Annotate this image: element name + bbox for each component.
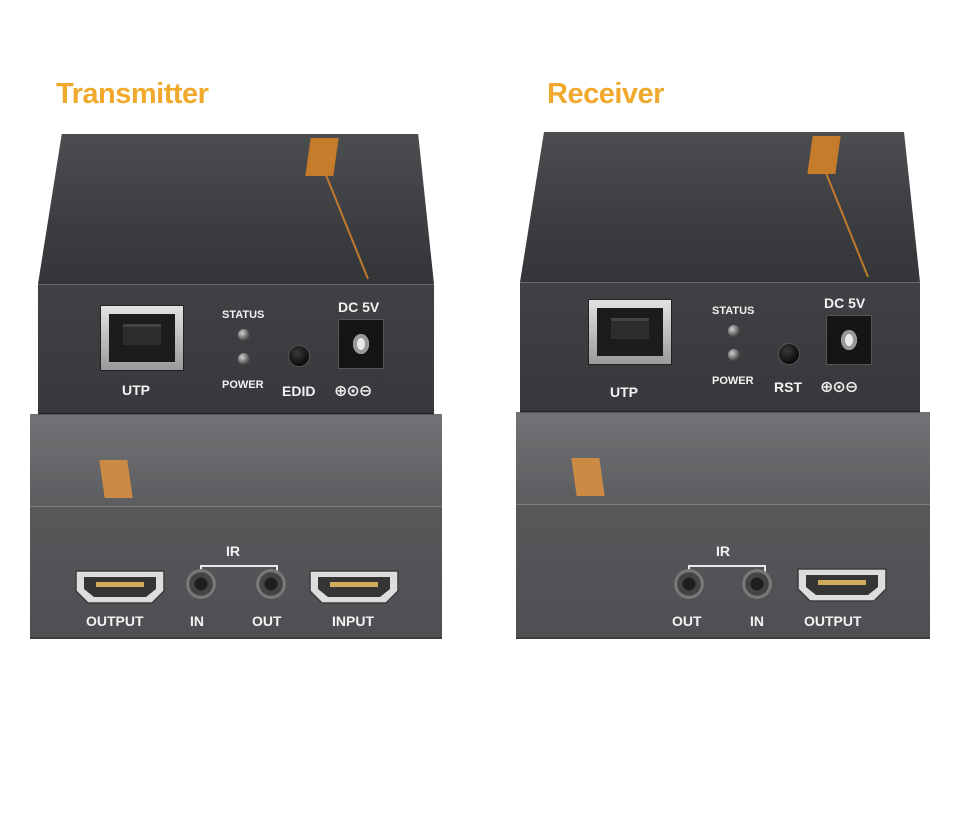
tx-ir-in-jack[interactable] <box>186 569 216 599</box>
rx-rst-label: RST <box>774 379 802 395</box>
tx-dc-label: DC 5V <box>338 299 380 315</box>
rx-power-label: POWER <box>712 375 754 387</box>
rx-utp-port[interactable] <box>588 299 672 365</box>
transmitter-front-panel: UTP STATUS POWER EDID DC 5V ⊕⊙⊖ <box>38 284 434 415</box>
tx-edid-label: EDID <box>282 383 316 399</box>
tx-utp-label: UTP <box>122 382 150 398</box>
rx-ir-out-jack[interactable] <box>674 569 704 599</box>
rx-rear-badge-icon <box>571 458 605 496</box>
tx-edid-button[interactable] <box>288 345 310 367</box>
transmitter-rear-panel: IR OUTPUT IN OUT INPUT <box>30 506 442 639</box>
tx-rear-badge-icon <box>99 460 133 498</box>
transmitter-heading: Transmitter <box>56 78 209 110</box>
rx-ir-out-label: OUT <box>672 613 702 629</box>
rx-ir-label: IR <box>716 543 730 559</box>
rx-badge-icon <box>807 136 841 174</box>
tx-input-label: INPUT <box>332 613 374 629</box>
tx-ir-out-jack[interactable] <box>256 569 286 599</box>
rx-ir-in-jack[interactable] <box>742 569 772 599</box>
tx-badge-icon <box>305 138 339 176</box>
rx-output-label: OUTPUT <box>804 613 862 629</box>
tx-utp-port[interactable] <box>100 305 184 371</box>
tx-polarity-icon: ⊕⊙⊖ <box>334 383 372 400</box>
tx-hdmi-output-port[interactable] <box>74 569 166 605</box>
tx-status-label: STATUS <box>222 309 265 321</box>
receiver-heading: Receiver <box>547 78 664 110</box>
tx-power-led <box>238 353 250 365</box>
rx-dc-label: DC 5V <box>824 295 866 311</box>
tx-ir-in-label: IN <box>190 613 204 629</box>
rx-utp-label: UTP <box>610 384 638 400</box>
rx-polarity-icon: ⊕⊙⊖ <box>820 379 858 396</box>
transmitter-rear-lid <box>30 414 442 506</box>
rx-power-led <box>728 349 740 361</box>
tx-status-led <box>238 329 250 341</box>
rx-status-label: STATUS <box>712 305 755 317</box>
receiver-rear-unit: IR OUT IN OUTPUT <box>516 412 930 640</box>
rx-dc-jack[interactable] <box>826 315 872 365</box>
tx-ir-out-label: OUT <box>252 613 282 629</box>
rx-rst-button[interactable] <box>778 343 800 365</box>
tx-hdmi-input-port[interactable] <box>308 569 400 605</box>
rx-status-led <box>728 325 740 337</box>
receiver-front-unit: UTP STATUS POWER RST DC 5V ⊕⊙⊖ <box>520 132 920 414</box>
receiver-lid <box>520 132 920 282</box>
receiver-rear-panel: IR OUT IN OUTPUT <box>516 504 930 639</box>
transmitter-lid <box>38 134 434 284</box>
receiver-front-panel: UTP STATUS POWER RST DC 5V ⊕⊙⊖ <box>520 282 920 413</box>
rx-ir-in-label: IN <box>750 613 764 629</box>
transmitter-rear-unit: IR OUTPUT IN OUT INPUT <box>30 414 442 640</box>
tx-ir-label: IR <box>226 543 240 559</box>
tx-power-label: POWER <box>222 379 264 391</box>
rx-hdmi-output-port[interactable] <box>796 567 888 603</box>
tx-output-label: OUTPUT <box>86 613 144 629</box>
tx-dc-jack[interactable] <box>338 319 384 369</box>
transmitter-front-unit: UTP STATUS POWER EDID DC 5V ⊕⊙⊖ <box>38 134 434 416</box>
